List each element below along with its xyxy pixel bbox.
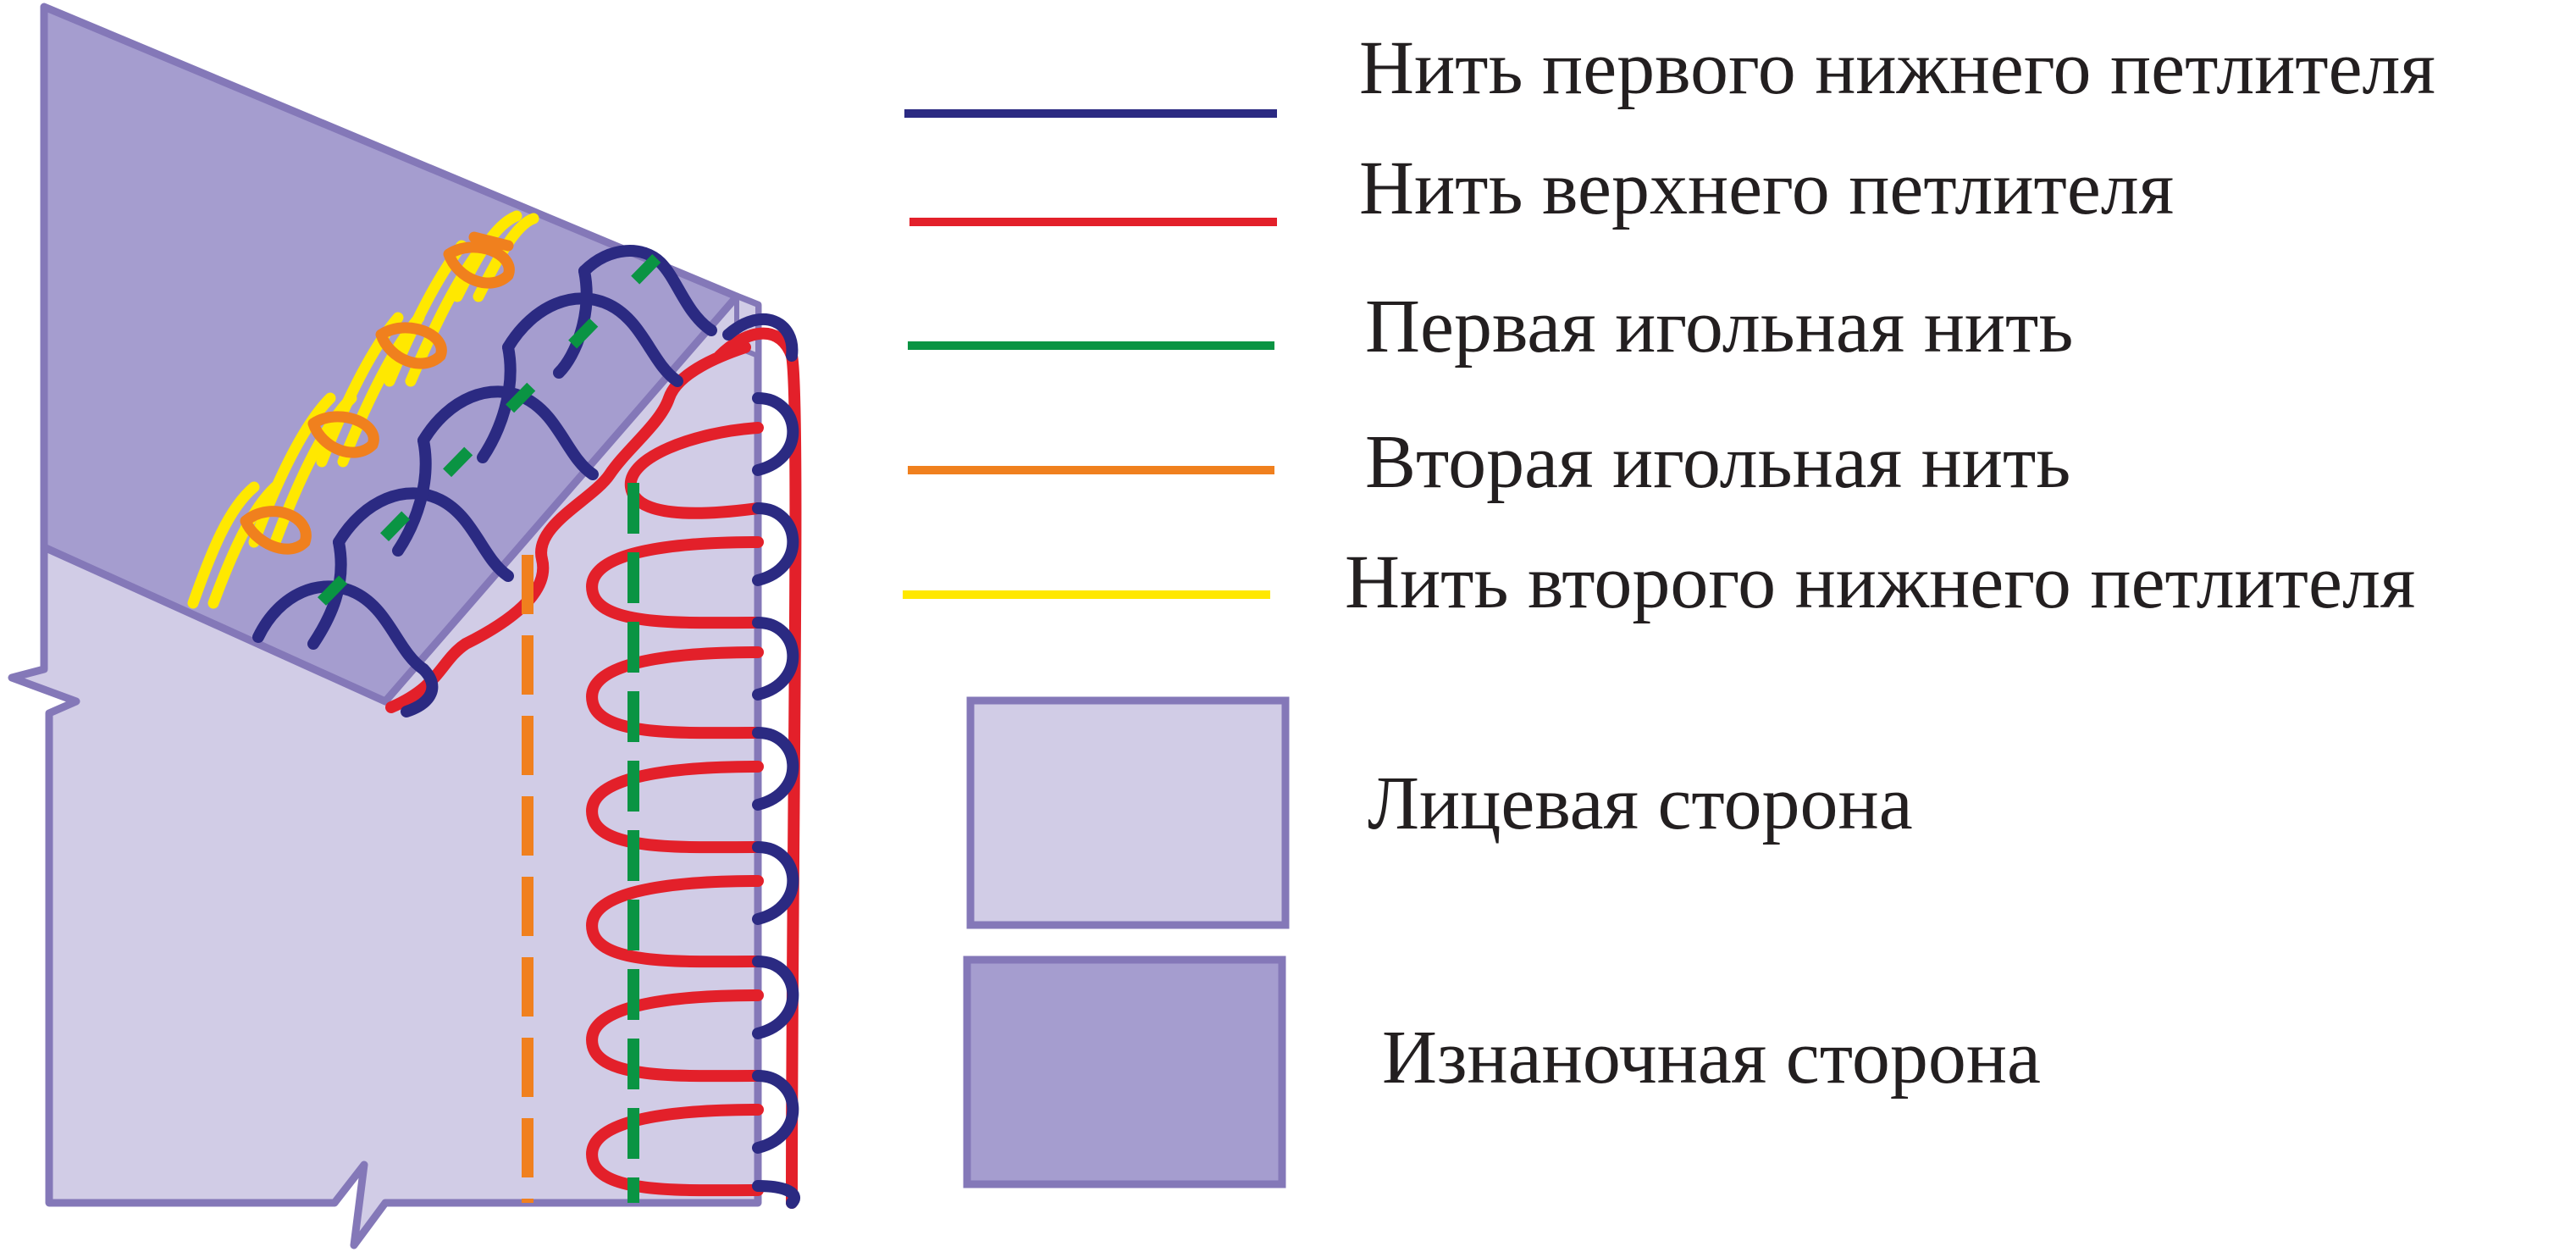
legend-item-first-needle: Первая игольная нить bbox=[908, 285, 2073, 368]
legend-item-face-side: Лицевая сторона bbox=[966, 696, 1913, 929]
first-lower-looper-thread bbox=[252, 245, 800, 1209]
legend-label-first-lower-looper: Нить первого нижнего петлителя bbox=[1359, 26, 2435, 110]
legend-label-second-lower-looper: Нить второго нижнего петлителя bbox=[1345, 540, 2415, 624]
legend-item-reverse-side: Изнаночная сторона bbox=[963, 956, 2041, 1188]
legend-label-upper-looper: Нить верхнего петлителя bbox=[1359, 147, 2174, 230]
first-needle-thread bbox=[317, 246, 670, 1203]
legend-item-second-needle: Вторая игольная нить bbox=[908, 420, 2070, 504]
legend-swatch-face-side bbox=[966, 696, 1290, 929]
legend-item-first-lower-looper: Нить первого нижнего петлителя bbox=[904, 26, 2435, 118]
legend-item-upper-looper: Нить верхнего петлителя bbox=[909, 147, 2174, 230]
legend-label-second-needle: Вторая игольная нить bbox=[1365, 420, 2070, 504]
legend-item-second-lower-looper: Нить второго нижнего петлителя bbox=[903, 540, 2415, 624]
legend-swatch-reverse-side bbox=[963, 956, 1286, 1188]
second-needle-thread-reverse bbox=[240, 231, 515, 555]
legend-label-face-side: Лицевая сторона bbox=[1368, 762, 1913, 845]
legend: Нить первого нижнего петлителя Нить верх… bbox=[903, 26, 2435, 1188]
legend-label-first-needle: Первая игольная нить bbox=[1365, 285, 2073, 368]
legend-label-reverse-side: Изнаночная сторона bbox=[1382, 1016, 2041, 1100]
upper-looper-thread bbox=[385, 327, 802, 1209]
